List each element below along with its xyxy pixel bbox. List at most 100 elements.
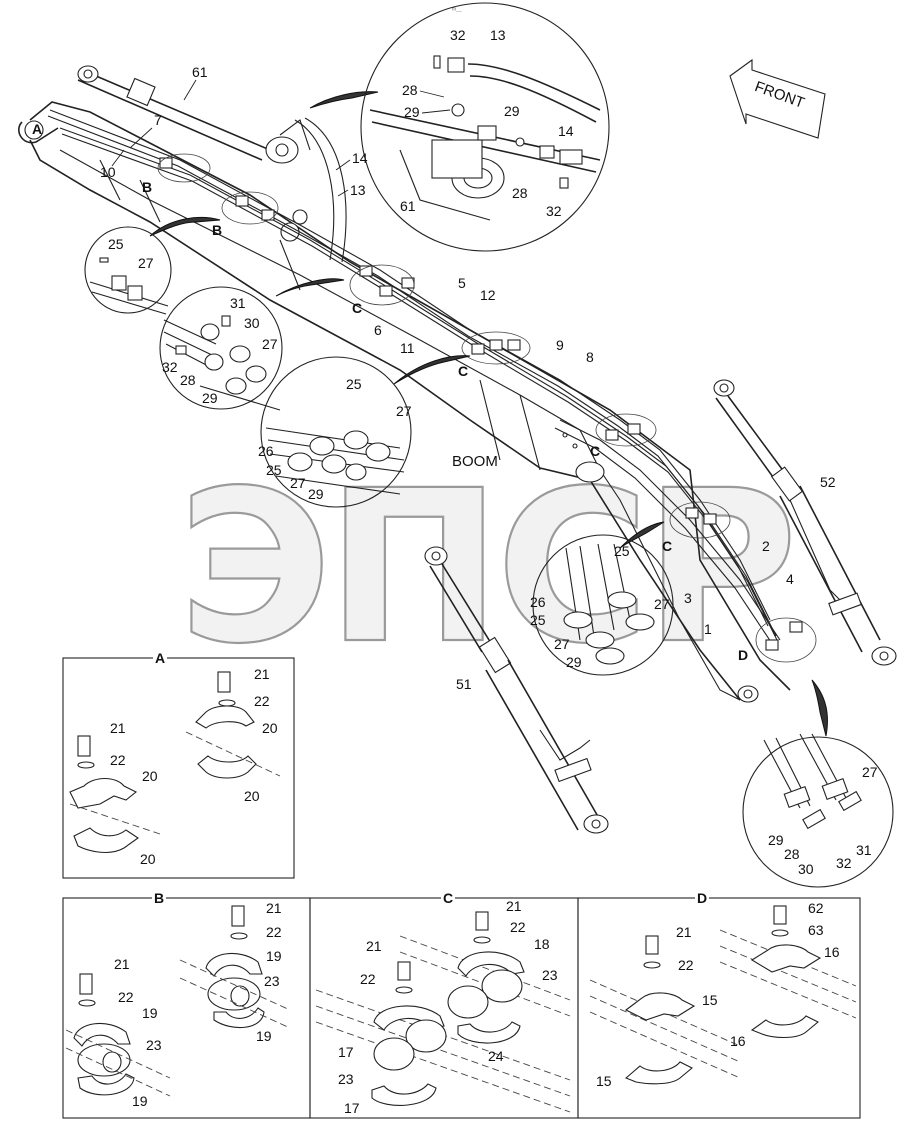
detail-A-21b: 21 [110, 720, 126, 736]
detail-box-A: A 21 22 20 20 21 22 20 20 [62, 650, 295, 879]
label-2: 2 [762, 538, 770, 554]
watermark-text: ЭПСР [178, 445, 792, 690]
detail-B-19d: 19 [256, 1028, 272, 1044]
label-5: 5 [458, 275, 466, 291]
label-27-e: 27 [654, 596, 670, 612]
label-25-d: 25 [614, 543, 630, 559]
label-28-b: 28 [512, 185, 528, 201]
label-C-1: C [352, 300, 362, 316]
detail-C-23a: 23 [542, 967, 558, 983]
label-12: 12 [480, 287, 496, 303]
label-14-b: 14 [352, 150, 368, 166]
label-52: 52 [820, 474, 836, 490]
label-28-c: 28 [180, 372, 196, 388]
label-26-b: 26 [530, 594, 546, 610]
label-4: 4 [786, 571, 794, 587]
label-31: 31 [230, 295, 246, 311]
label-C-4: C [662, 538, 672, 554]
detail-C-title: C [443, 890, 453, 906]
label-C-2: C [458, 363, 468, 379]
label-13: 13 [490, 27, 506, 43]
label-29-f: 29 [768, 832, 784, 848]
detail-box-D: D 62 63 16 16 21 22 15 15 [577, 890, 861, 1119]
detail-D-15a: 15 [702, 992, 718, 1008]
label-30: 30 [244, 315, 260, 331]
front-arrow: FRONT [729, 58, 826, 139]
detail-C-17b: 17 [344, 1100, 360, 1116]
detail-B-19a: 19 [142, 1005, 158, 1021]
detail-D-16b: 16 [730, 1033, 746, 1049]
detail-C-21a: 21 [506, 898, 522, 914]
label-7: 7 [154, 112, 162, 128]
label-28-d: 28 [784, 846, 800, 862]
label-25-e: 25 [530, 612, 546, 628]
detail-B-title: B [154, 890, 164, 906]
detail-A-20c: 20 [142, 768, 158, 784]
detail-D-title: D [697, 890, 707, 906]
label-27-d: 27 [290, 475, 306, 491]
label-A: A [32, 121, 42, 137]
detail-A-22b: 22 [110, 752, 126, 768]
label-32: 32 [450, 27, 466, 43]
detail-box-C: C 21 22 18 23 21 22 24 17 23 17 [309, 890, 579, 1119]
detail-B-23a: 23 [146, 1037, 162, 1053]
label-B-2: B [212, 222, 222, 238]
detail-D-15b: 15 [596, 1073, 612, 1089]
detail-circle-31-30 [159, 286, 283, 411]
label-3: 3 [684, 590, 692, 606]
label-27-f: 27 [554, 636, 570, 652]
detail-A-22a: 22 [254, 693, 270, 709]
label-30-b: 30 [798, 861, 814, 877]
label-26: 26 [258, 443, 274, 459]
detail-B-23b: 23 [264, 973, 280, 989]
detail-C-21b: 21 [366, 938, 382, 954]
label-29: 29 [404, 104, 420, 120]
detail-C-18: 18 [534, 936, 550, 952]
boom-structure [18, 101, 791, 703]
label-32-d: 32 [836, 855, 852, 871]
label-10: 10 [100, 164, 116, 180]
boom-hoses [47, 91, 828, 737]
detail-B-22b: 22 [266, 924, 282, 940]
label-D: D [738, 647, 748, 663]
label-25: 25 [108, 236, 124, 252]
detail-C-22a: 22 [510, 919, 526, 935]
label-27-c: 27 [396, 403, 412, 419]
label-27: 27 [138, 255, 154, 271]
detail-D-22: 22 [678, 957, 694, 973]
detail-D-62: 62 [808, 900, 824, 916]
detail-circle-d [742, 733, 894, 888]
boom-cylinder-51 [424, 546, 609, 834]
detail-B-19b: 19 [132, 1093, 148, 1109]
label-6: 6 [374, 322, 382, 338]
detail-A-20b: 20 [244, 788, 260, 804]
boom-label: BOOM [452, 453, 498, 470]
label-51: 51 [456, 676, 472, 692]
label-8: 8 [586, 349, 594, 365]
label-13-b: 13 [350, 182, 366, 198]
detail-box-B: B 21 22 19 23 19 21 22 19 23 19 [62, 890, 311, 1119]
detail-A-20a: 20 [262, 720, 278, 736]
detail-A-21a: 21 [254, 666, 270, 682]
detail-C-17a: 17 [338, 1044, 354, 1060]
detail-D-16a: 16 [824, 944, 840, 960]
boom-cylinder-52 [713, 379, 897, 666]
label-31-b: 31 [856, 842, 872, 858]
detail-B-22a: 22 [118, 989, 134, 1005]
label-29-d: 29 [308, 486, 324, 502]
detail-B-21a: 21 [114, 956, 130, 972]
label-11: 11 [400, 340, 415, 356]
label-27-b: 27 [262, 336, 278, 352]
label-29-e: 29 [566, 654, 582, 670]
main-labels: 61 7 10 A B B 25 27 32 13 28 29 29 14 28… [32, 27, 878, 877]
label-32-c: 32 [162, 359, 178, 375]
label-29-c: 29 [202, 390, 218, 406]
label-32-b: 32 [546, 203, 562, 219]
header-mark: ᵐ... [452, 7, 462, 14]
label-27-g: 27 [862, 764, 878, 780]
detail-B-19c: 19 [266, 948, 282, 964]
detail-B-21b: 21 [266, 900, 282, 916]
detail-circle-top [360, 2, 610, 252]
